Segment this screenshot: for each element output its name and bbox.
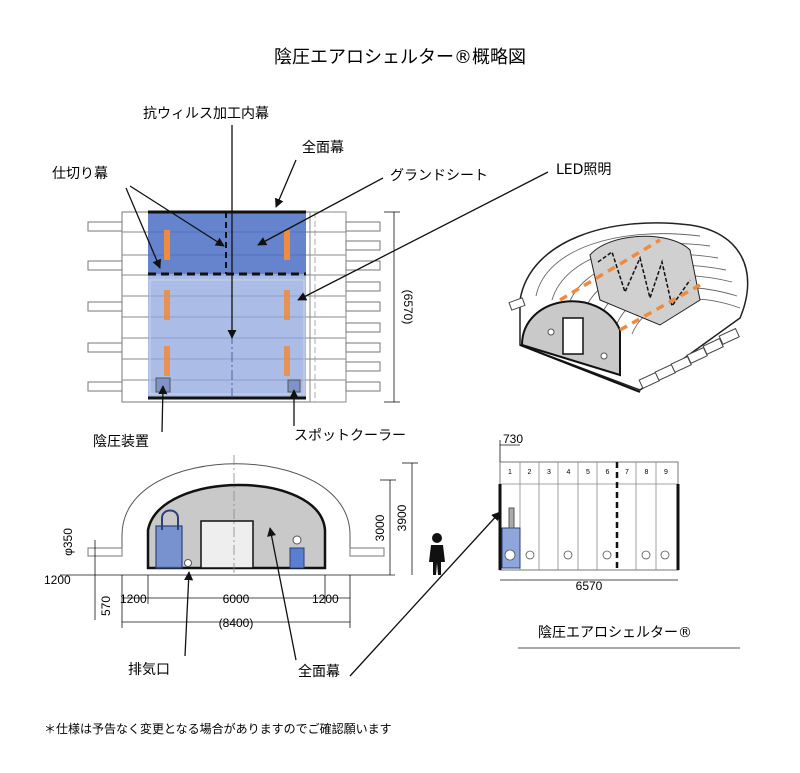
bay-number: 3: [547, 469, 551, 476]
plan-depth-dim: (6570): [401, 290, 415, 325]
label-full-curtain-bottom: 全面幕: [298, 663, 340, 680]
dim-total-width: (8400): [219, 616, 254, 630]
plan-view: (6570): [87, 210, 415, 403]
bay-number: 2: [528, 469, 532, 476]
bay-number: 7: [625, 469, 629, 476]
label-spot-cooler: スポットクーラー: [294, 428, 406, 444]
side-elevation: [498, 440, 680, 581]
diagram-title: 陰圧エアロシェルター®概略図: [274, 47, 526, 68]
label-full-curtain-top: 全面幕: [302, 139, 344, 156]
bay-number: 4: [567, 469, 571, 476]
bay-number: 9: [664, 469, 668, 476]
dim-side-top: 730: [503, 432, 523, 446]
dim-pipe-diameter: φ350: [61, 528, 75, 556]
label-antiviral-inner-curtain: 抗ウィルス加工内幕: [143, 106, 269, 122]
dim-inner-height: 3000: [373, 514, 387, 541]
bay-number: 8: [645, 469, 649, 476]
label-exhaust-port: 排気口: [128, 662, 170, 678]
spot-cooler-front: [289, 547, 305, 569]
led-lights-perspective: [559, 238, 701, 332]
footnote: ＊仕様は予告なく変更となる場合がありますのでご確認願います: [44, 721, 392, 736]
label-ground-sheet: グランドシート: [390, 168, 488, 184]
dim-side-length: 6570: [576, 579, 603, 593]
dim-center-width: 6000: [223, 592, 250, 606]
dim-pipe-height: 1200: [44, 573, 71, 587]
dim-outer-height: 3900: [395, 504, 409, 531]
led-lights-plan: [164, 230, 290, 376]
person-scale-icon: [429, 533, 445, 575]
negative-pressure-device-front: [155, 525, 183, 569]
perspective-door: [562, 317, 584, 355]
front-door: [200, 520, 254, 569]
label-led-lighting: LED照明: [556, 162, 611, 178]
bay-number: 5: [586, 469, 590, 476]
label-negative-pressure-device: 陰圧装置: [93, 434, 149, 450]
dim-side-left: 1200: [120, 592, 147, 606]
label-partition-curtain: 仕切り幕: [52, 166, 108, 182]
bay-number: 6: [606, 469, 610, 476]
front-elevation: [60, 455, 418, 628]
perspective-view: [508, 222, 749, 393]
bay-number: 1: [508, 469, 512, 476]
bay-numbers: 1 2 3 4 5 6 7 8 9: [508, 469, 668, 476]
dim-side-right: 1200: [312, 592, 339, 606]
dim-pipe-length: 570: [99, 596, 113, 616]
product-name: 陰圧エアロシェルター®: [538, 625, 692, 641]
